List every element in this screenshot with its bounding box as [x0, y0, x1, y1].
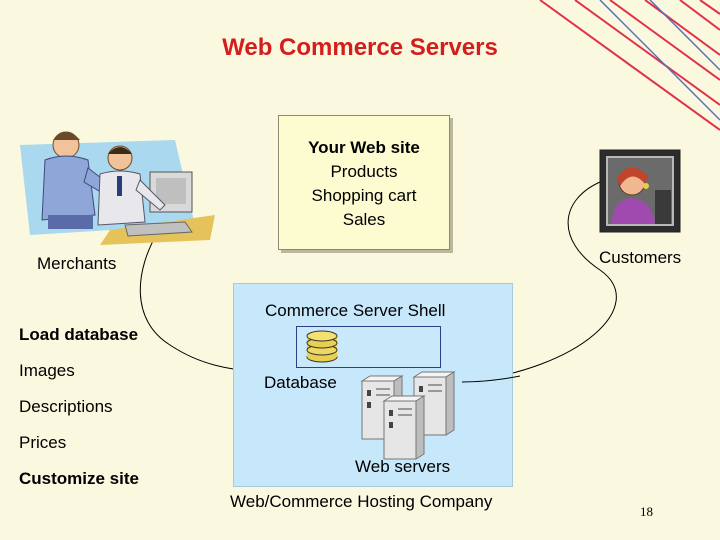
- task-images: Images: [19, 361, 75, 380]
- web-servers-label: Web servers: [355, 457, 451, 476]
- web-site-item-shopping-cart: Shopping cart: [311, 186, 417, 205]
- task-customize-site: Customize site: [19, 469, 139, 488]
- page-title: Web Commerce Servers: [222, 34, 498, 61]
- hosting-company-label: Web/Commerce Hosting Company: [230, 492, 493, 511]
- merchants-label: Merchants: [37, 254, 117, 273]
- web-site-heading: Your Web site: [308, 138, 420, 157]
- commerce-server-shell-label: Commerce Server Shell: [265, 301, 446, 320]
- web-site-item-sales: Sales: [342, 210, 386, 229]
- corner-stripes-decoration: [539, 0, 720, 131]
- merchant-connector-line: [139, 231, 263, 373]
- customers-label: Customers: [599, 248, 682, 267]
- merchants-clipart: [20, 131, 215, 245]
- web-site-item-products: Products: [330, 162, 398, 181]
- customer-connector-end: [461, 375, 521, 383]
- page-number: 18: [640, 504, 653, 519]
- database-icon: [306, 330, 338, 363]
- task-prices: Prices: [19, 433, 67, 452]
- customer-clipart: [599, 149, 681, 233]
- task-descriptions: Descriptions: [19, 397, 113, 416]
- server-icon: [360, 371, 456, 460]
- customer-connector-line: [461, 181, 617, 383]
- your-web-site-box: Your Web site Products Shopping cart Sal…: [278, 115, 450, 250]
- task-load-database: Load database: [19, 325, 139, 344]
- database-label: Database: [264, 373, 337, 392]
